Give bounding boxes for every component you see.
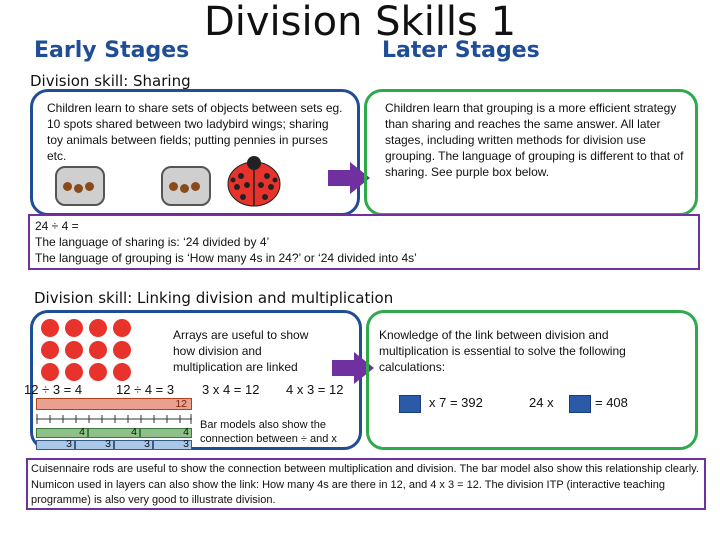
equation-3: 3 x 4 = 12 [202, 382, 260, 397]
equation-1: 12 ÷ 3 = 4 [24, 382, 83, 397]
calculation-1: x 7 = 392 [429, 395, 483, 410]
array-dot [41, 363, 59, 381]
array-dot [65, 363, 83, 381]
array-dot [65, 341, 83, 359]
sharing-later-box: Children learn that grouping is a more e… [364, 89, 698, 216]
section-linking-label: Division skill: Linking division and mul… [34, 289, 394, 307]
purse-icon [55, 166, 105, 206]
sharing-early-box: Children learn to share sets of objects … [30, 89, 360, 216]
array-dot [89, 363, 107, 381]
linking-later-box: Knowledge of the link between division a… [366, 310, 698, 450]
linking-early-box: Arrays are useful to show how division a… [30, 310, 362, 450]
array-dot [41, 341, 59, 359]
missing-number-box [399, 395, 421, 413]
array-dot [113, 363, 131, 381]
ladybird-icon [227, 156, 281, 207]
array-dot [89, 319, 107, 337]
bar-fours: 4 4 4 [36, 426, 192, 438]
array-dot [89, 341, 107, 359]
later-stages-heading: Later Stages [382, 38, 540, 63]
footer-box: Cuisennaire rods are useful to show the … [26, 458, 706, 510]
purse-icon [161, 166, 211, 206]
example-line-2: The language of sharing is: ‘24 divided … [35, 235, 270, 249]
bar-threes: 3 3 3 3 [36, 438, 192, 450]
example-line-1: 24 ÷ 4 = [35, 219, 79, 233]
sharing-later-text: Children learn that grouping is a more e… [385, 101, 684, 179]
section-sharing-label: Division skill: Sharing [30, 72, 191, 90]
bar-total: 12 [36, 398, 192, 410]
early-stages-heading: Early Stages [34, 38, 190, 63]
array-dot [65, 319, 83, 337]
arrow-icon [332, 352, 374, 384]
equation-2: 12 ÷ 4 = 3 [116, 382, 175, 397]
linking-later-text: Knowledge of the link between division a… [379, 328, 626, 374]
sharing-grouping-example-box: 24 ÷ 4 = The language of sharing is: ‘24… [28, 214, 700, 270]
footer-text: Cuisennaire rods are useful to show the … [31, 463, 699, 506]
bar-model-text: Bar models also show the connection betw… [200, 419, 337, 445]
equation-4: 4 x 3 = 12 [286, 382, 344, 397]
array-dot [113, 341, 131, 359]
array-dot [113, 319, 131, 337]
arrays-text: Arrays are useful to show how division a… [173, 328, 309, 374]
sharing-early-text: Children learn to share sets of objects … [47, 101, 343, 163]
calculation-2-right: = 408 [595, 395, 628, 410]
array-dot [41, 319, 59, 337]
example-line-3: The language of grouping is ‘How many 4s… [35, 251, 417, 265]
page-title: Division Skills 1 [203, 0, 517, 45]
calculation-2-left: 24 x [529, 395, 554, 410]
bar-number-line [36, 412, 192, 426]
arrow-icon [328, 162, 370, 194]
missing-number-box [569, 395, 591, 413]
